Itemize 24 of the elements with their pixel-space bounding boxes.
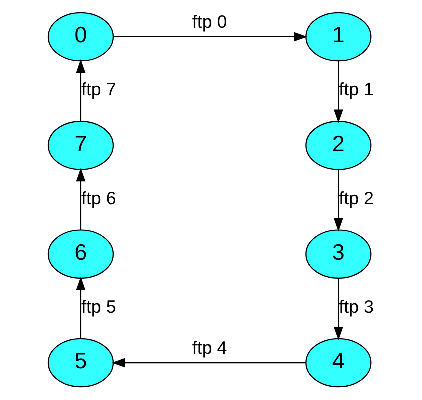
edge-label: ftp 7 xyxy=(80,80,116,100)
edge-label: ftp 0 xyxy=(192,12,227,32)
arrow xyxy=(113,32,308,42)
node-ellipse: 4 xyxy=(305,338,372,388)
edge-label: ftp 1 xyxy=(338,80,374,100)
arrow xyxy=(76,276,86,339)
arrow xyxy=(333,278,343,341)
arrow xyxy=(333,170,343,232)
node-ellipse: 7 xyxy=(47,121,114,170)
edge-label: ftp 4 xyxy=(192,338,227,358)
edge-label: ftp 6 xyxy=(80,188,116,208)
arrow xyxy=(111,358,306,368)
node-ellipse: 3 xyxy=(305,230,372,279)
arrow xyxy=(333,61,343,124)
arrow xyxy=(76,168,86,230)
arrow xyxy=(76,60,86,122)
edge-label: ftp 5 xyxy=(80,296,116,317)
node-ellipse: 6 xyxy=(47,230,114,279)
node-ellipse: 1 xyxy=(305,12,372,62)
node-ellipse: 0 xyxy=(47,12,114,62)
node-ellipse: 5 xyxy=(47,338,114,388)
node-ellipse: 2 xyxy=(305,121,372,170)
edge-label: ftp 2 xyxy=(338,188,374,208)
edge-label: ftp 3 xyxy=(338,296,374,317)
